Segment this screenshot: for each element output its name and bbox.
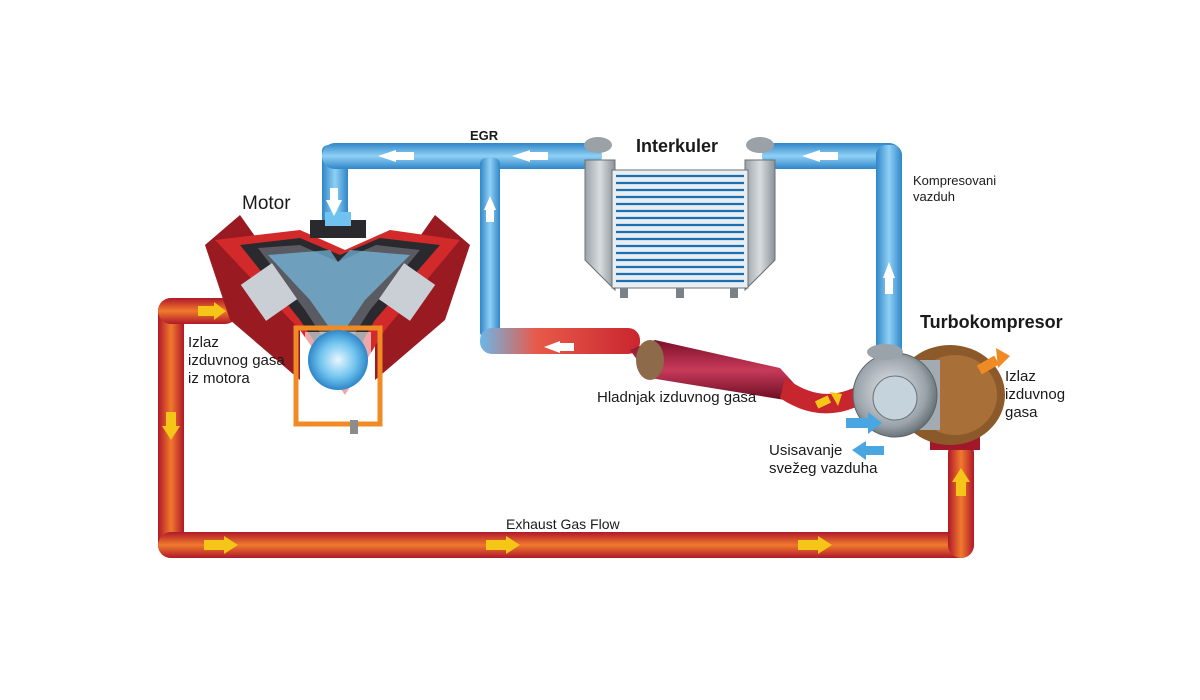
arrow-left-icon	[512, 150, 530, 162]
egr-cooler	[630, 340, 866, 414]
arrow-up-icon	[952, 468, 970, 496]
fresh-air-intake-label: Usisavanje svežeg vazduha	[769, 442, 878, 477]
arrow-left-icon	[544, 341, 560, 353]
arrow-right-icon	[204, 536, 238, 554]
arrow-right-icon	[798, 536, 832, 554]
intercooler	[584, 137, 776, 298]
engine-exhaust-label: Izlaz izduvnog gasa iz motora	[188, 334, 285, 387]
arrow-left-icon	[802, 150, 820, 162]
intercooler-label: Interkuler	[636, 136, 719, 156]
white-flow-arrows	[326, 150, 895, 353]
exhaust-flow-arrows	[162, 302, 1010, 554]
egr-cooler-label: Hladnjak izduvnog gasa	[597, 389, 757, 406]
arrow-left-icon-tail	[396, 152, 414, 160]
arrow-up-icon	[484, 196, 496, 210]
turbocharger	[852, 344, 1005, 445]
egr-label: EGR	[470, 128, 499, 143]
arrow-right-icon	[814, 392, 842, 409]
arrow-up-icon	[883, 262, 895, 278]
engine-block	[205, 212, 470, 434]
arrow-right-icon	[486, 536, 520, 554]
motor-label: Motor	[242, 193, 291, 214]
compressed-air-label: Kompresovani vazduh	[913, 173, 997, 204]
turbocharger-label: Turbokompresor	[920, 312, 1063, 332]
arrow-up-right-icon	[976, 348, 1010, 375]
exhaust-outlet-label: Izlaz izduvnog gasa	[1005, 368, 1066, 421]
arrow-right-icon	[846, 412, 882, 434]
arrow-right-icon	[198, 302, 226, 320]
exhaust-gas-flow-label: Exhaust Gas Flow	[506, 516, 620, 532]
arrow-down-icon	[326, 200, 342, 216]
exhaust-pipe-loop	[158, 298, 980, 558]
arrow-down-icon	[162, 412, 180, 440]
arrow-left-icon	[378, 150, 396, 162]
arrow-left-icon	[852, 441, 884, 460]
